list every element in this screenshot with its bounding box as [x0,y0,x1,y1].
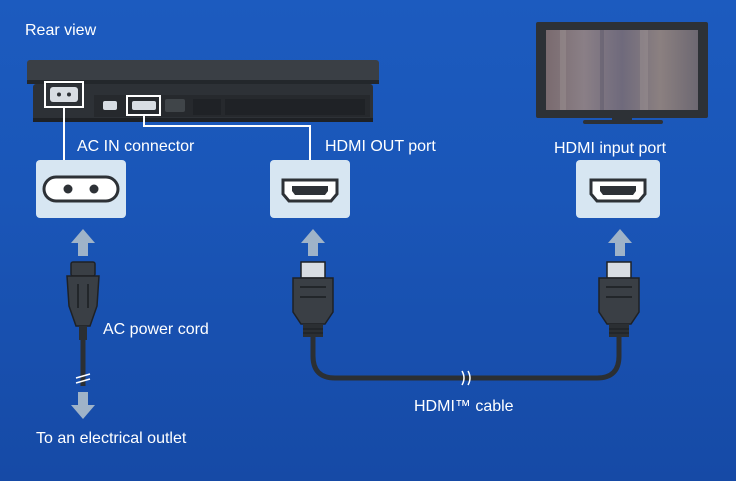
hdmi-input-port-panel [576,160,660,218]
electrical-outlet-label: To an electrical outlet [36,430,187,447]
console-rear [27,60,379,122]
hdmi-out-port-panel [270,160,350,218]
ac-in-port-panel [36,160,126,218]
ac-socket-icon [42,175,120,203]
arrow-up-hdmi-out [301,229,325,256]
hdmi-input-port-label: HDMI input port [554,140,667,157]
ac-plug-icon [66,261,100,386]
hdmi-out-callout-line [143,115,311,162]
hdmi-cable-icon [292,261,640,386]
ethernet-port [165,99,185,112]
hdmi-out-port-label: HDMI OUT port [325,138,436,155]
ac-in-connector-label: AC IN connector [77,138,195,155]
rear-view-label: Rear view [25,22,97,39]
arrow-up-hdmi-in [608,229,632,256]
console-hdmi-port [132,101,156,110]
arrow-down-outlet [71,392,95,419]
optical-port [103,101,117,110]
arrow-up-ac [71,229,95,256]
ac-power-cord-label: AC power cord [103,321,209,338]
hdmi-cable-label: HDMI™ cable [414,398,514,415]
tv-icon [536,22,708,124]
